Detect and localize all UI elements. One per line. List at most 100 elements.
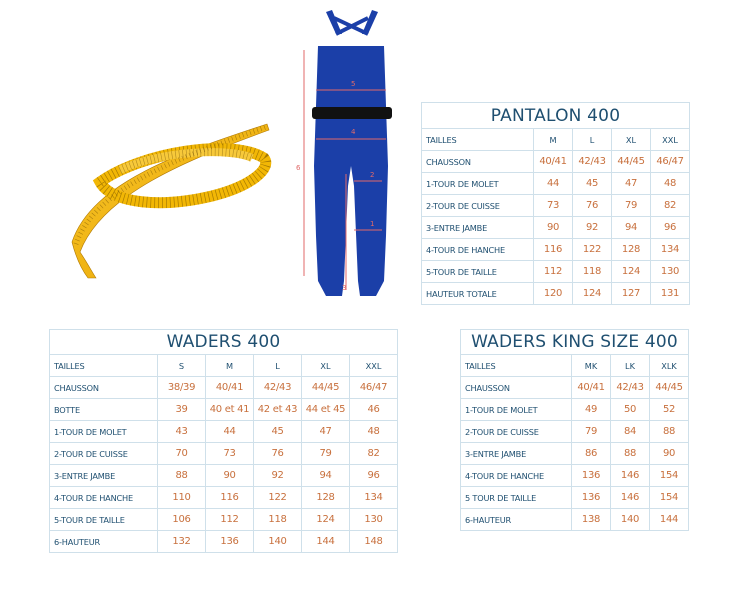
- row-label: 5-TOUR DE TAILLE: [421, 260, 534, 283]
- value-cell: 40 et 41: [205, 398, 254, 421]
- value-cell: 88: [610, 442, 650, 465]
- value-cell: 44/45: [611, 150, 651, 173]
- value-cell: 44/45: [301, 376, 350, 399]
- table-row: HAUTEUR TOTALE 120 124 127 131: [421, 282, 691, 305]
- value-cell: 82: [349, 442, 399, 465]
- value-cell: 140: [253, 530, 302, 553]
- table-title: WADERS 400: [48, 329, 399, 355]
- table-row: 3-ENTRE JAMBE 86 88 90: [460, 442, 690, 465]
- header-cell: M: [533, 128, 573, 151]
- value-cell: 88: [157, 464, 206, 487]
- value-cell: 42/43: [253, 376, 302, 399]
- header-cell: TAILLES: [421, 128, 534, 151]
- value-cell: 146: [610, 486, 650, 509]
- value-cell: 88: [649, 420, 690, 443]
- table-row: 3-ENTRE JAMBE 88 90 92 94 96: [49, 464, 399, 487]
- value-cell: 94: [301, 464, 350, 487]
- row-label: 2-TOUR DE CUISSE: [49, 442, 158, 465]
- value-cell: 86: [571, 442, 611, 465]
- value-cell: 50: [610, 398, 650, 421]
- value-cell: 70: [157, 442, 206, 465]
- value-cell: 44/45: [649, 376, 690, 399]
- value-cell: 90: [533, 216, 573, 239]
- header-cell: XL: [611, 128, 651, 151]
- value-cell: 136: [571, 464, 611, 487]
- value-cell: 46/47: [650, 150, 691, 173]
- row-label: 3-ENTRE JAMBE: [460, 442, 572, 465]
- table-row: 2-TOUR DE CUISSE 70 73 76 79 82: [49, 442, 399, 465]
- value-cell: 44: [533, 172, 573, 195]
- value-cell: 52: [649, 398, 690, 421]
- row-label: 4-TOUR DE HANCHE: [421, 238, 534, 261]
- measurement-lines: [303, 50, 386, 290]
- table-row: CHAUSSON 38/39 40/41 42/43 44/45 46/47: [49, 376, 399, 399]
- value-cell: 73: [533, 194, 573, 217]
- row-label: 3-ENTRE JAMBE: [421, 216, 534, 239]
- table-row: 3-ENTRE JAMBE 90 92 94 96: [421, 216, 691, 239]
- row-label: 4-TOUR DE HANCHE: [49, 486, 158, 509]
- table-row: 6-HAUTEUR 138 140 144: [460, 508, 690, 531]
- value-cell: 148: [349, 530, 399, 553]
- header-cell: XL: [301, 354, 350, 377]
- figure-label-6: 6: [296, 164, 301, 172]
- value-cell: 118: [253, 508, 302, 531]
- value-cell: 44 et 45: [301, 398, 350, 421]
- pantalon-400-table: PANTALON 400 TAILLES M L XL XXL CHAUSSON…: [420, 102, 691, 305]
- row-label: 6-HAUTEUR: [49, 530, 158, 553]
- header-cell: LK: [610, 354, 650, 377]
- value-cell: 131: [650, 282, 691, 305]
- value-cell: 73: [205, 442, 254, 465]
- row-label: 1-TOUR DE MOLET: [421, 172, 534, 195]
- table-title: WADERS KING SIZE 400: [459, 329, 690, 355]
- value-cell: 112: [205, 508, 254, 531]
- row-label: 2-TOUR DE CUISSE: [421, 194, 534, 217]
- table-row: 6-HAUTEUR 132 136 140 144 148: [49, 530, 399, 553]
- value-cell: 136: [205, 530, 254, 553]
- value-cell: 130: [349, 508, 399, 531]
- value-cell: 128: [611, 238, 651, 261]
- header-cell: TAILLES: [49, 354, 158, 377]
- value-cell: 154: [649, 486, 690, 509]
- figure-label-4: 4: [351, 128, 356, 136]
- table-row: 5-TOUR DE TAILLE 112 118 124 130: [421, 260, 691, 283]
- row-label: 5-TOUR DE TAILLE: [49, 508, 158, 531]
- row-label: 5 TOUR DE TAILLE: [460, 486, 572, 509]
- value-cell: 46/47: [349, 376, 399, 399]
- value-cell: 43: [157, 420, 206, 443]
- value-cell: 124: [572, 282, 612, 305]
- value-cell: 110: [157, 486, 206, 509]
- row-label: HAUTEUR TOTALE: [421, 282, 534, 305]
- header-cell: XXL: [650, 128, 691, 151]
- table-row: 2-TOUR DE CUISSE 79 84 88: [460, 420, 690, 443]
- value-cell: 90: [205, 464, 254, 487]
- value-cell: 116: [533, 238, 573, 261]
- value-cell: 90: [649, 442, 690, 465]
- figure-label-3: 3: [342, 284, 346, 292]
- value-cell: 144: [301, 530, 350, 553]
- row-label: CHAUSSON: [421, 150, 534, 173]
- value-cell: 96: [650, 216, 691, 239]
- value-cell: 82: [650, 194, 691, 217]
- row-label: 4-TOUR DE HANCHE: [460, 464, 572, 487]
- value-cell: 42/43: [572, 150, 612, 173]
- value-cell: 134: [650, 238, 691, 261]
- value-cell: 124: [301, 508, 350, 531]
- value-cell: 40/41: [571, 376, 611, 399]
- table-title: PANTALON 400: [420, 102, 691, 129]
- value-cell: 116: [205, 486, 254, 509]
- value-cell: 45: [253, 420, 302, 443]
- row-label: 1-TOUR DE MOLET: [460, 398, 572, 421]
- table-row: 5-TOUR DE TAILLE 106 112 118 124 130: [49, 508, 399, 531]
- value-cell: 120: [533, 282, 573, 305]
- value-cell: 94: [611, 216, 651, 239]
- value-cell: 96: [349, 464, 399, 487]
- value-cell: 84: [610, 420, 650, 443]
- value-cell: 122: [572, 238, 612, 261]
- header-cell: L: [572, 128, 612, 151]
- header-cell: MK: [571, 354, 611, 377]
- row-label: 2-TOUR DE CUISSE: [460, 420, 572, 443]
- value-cell: 48: [349, 420, 399, 443]
- value-cell: 144: [649, 508, 690, 531]
- header-cell: TAILLES: [460, 354, 572, 377]
- value-cell: 118: [572, 260, 612, 283]
